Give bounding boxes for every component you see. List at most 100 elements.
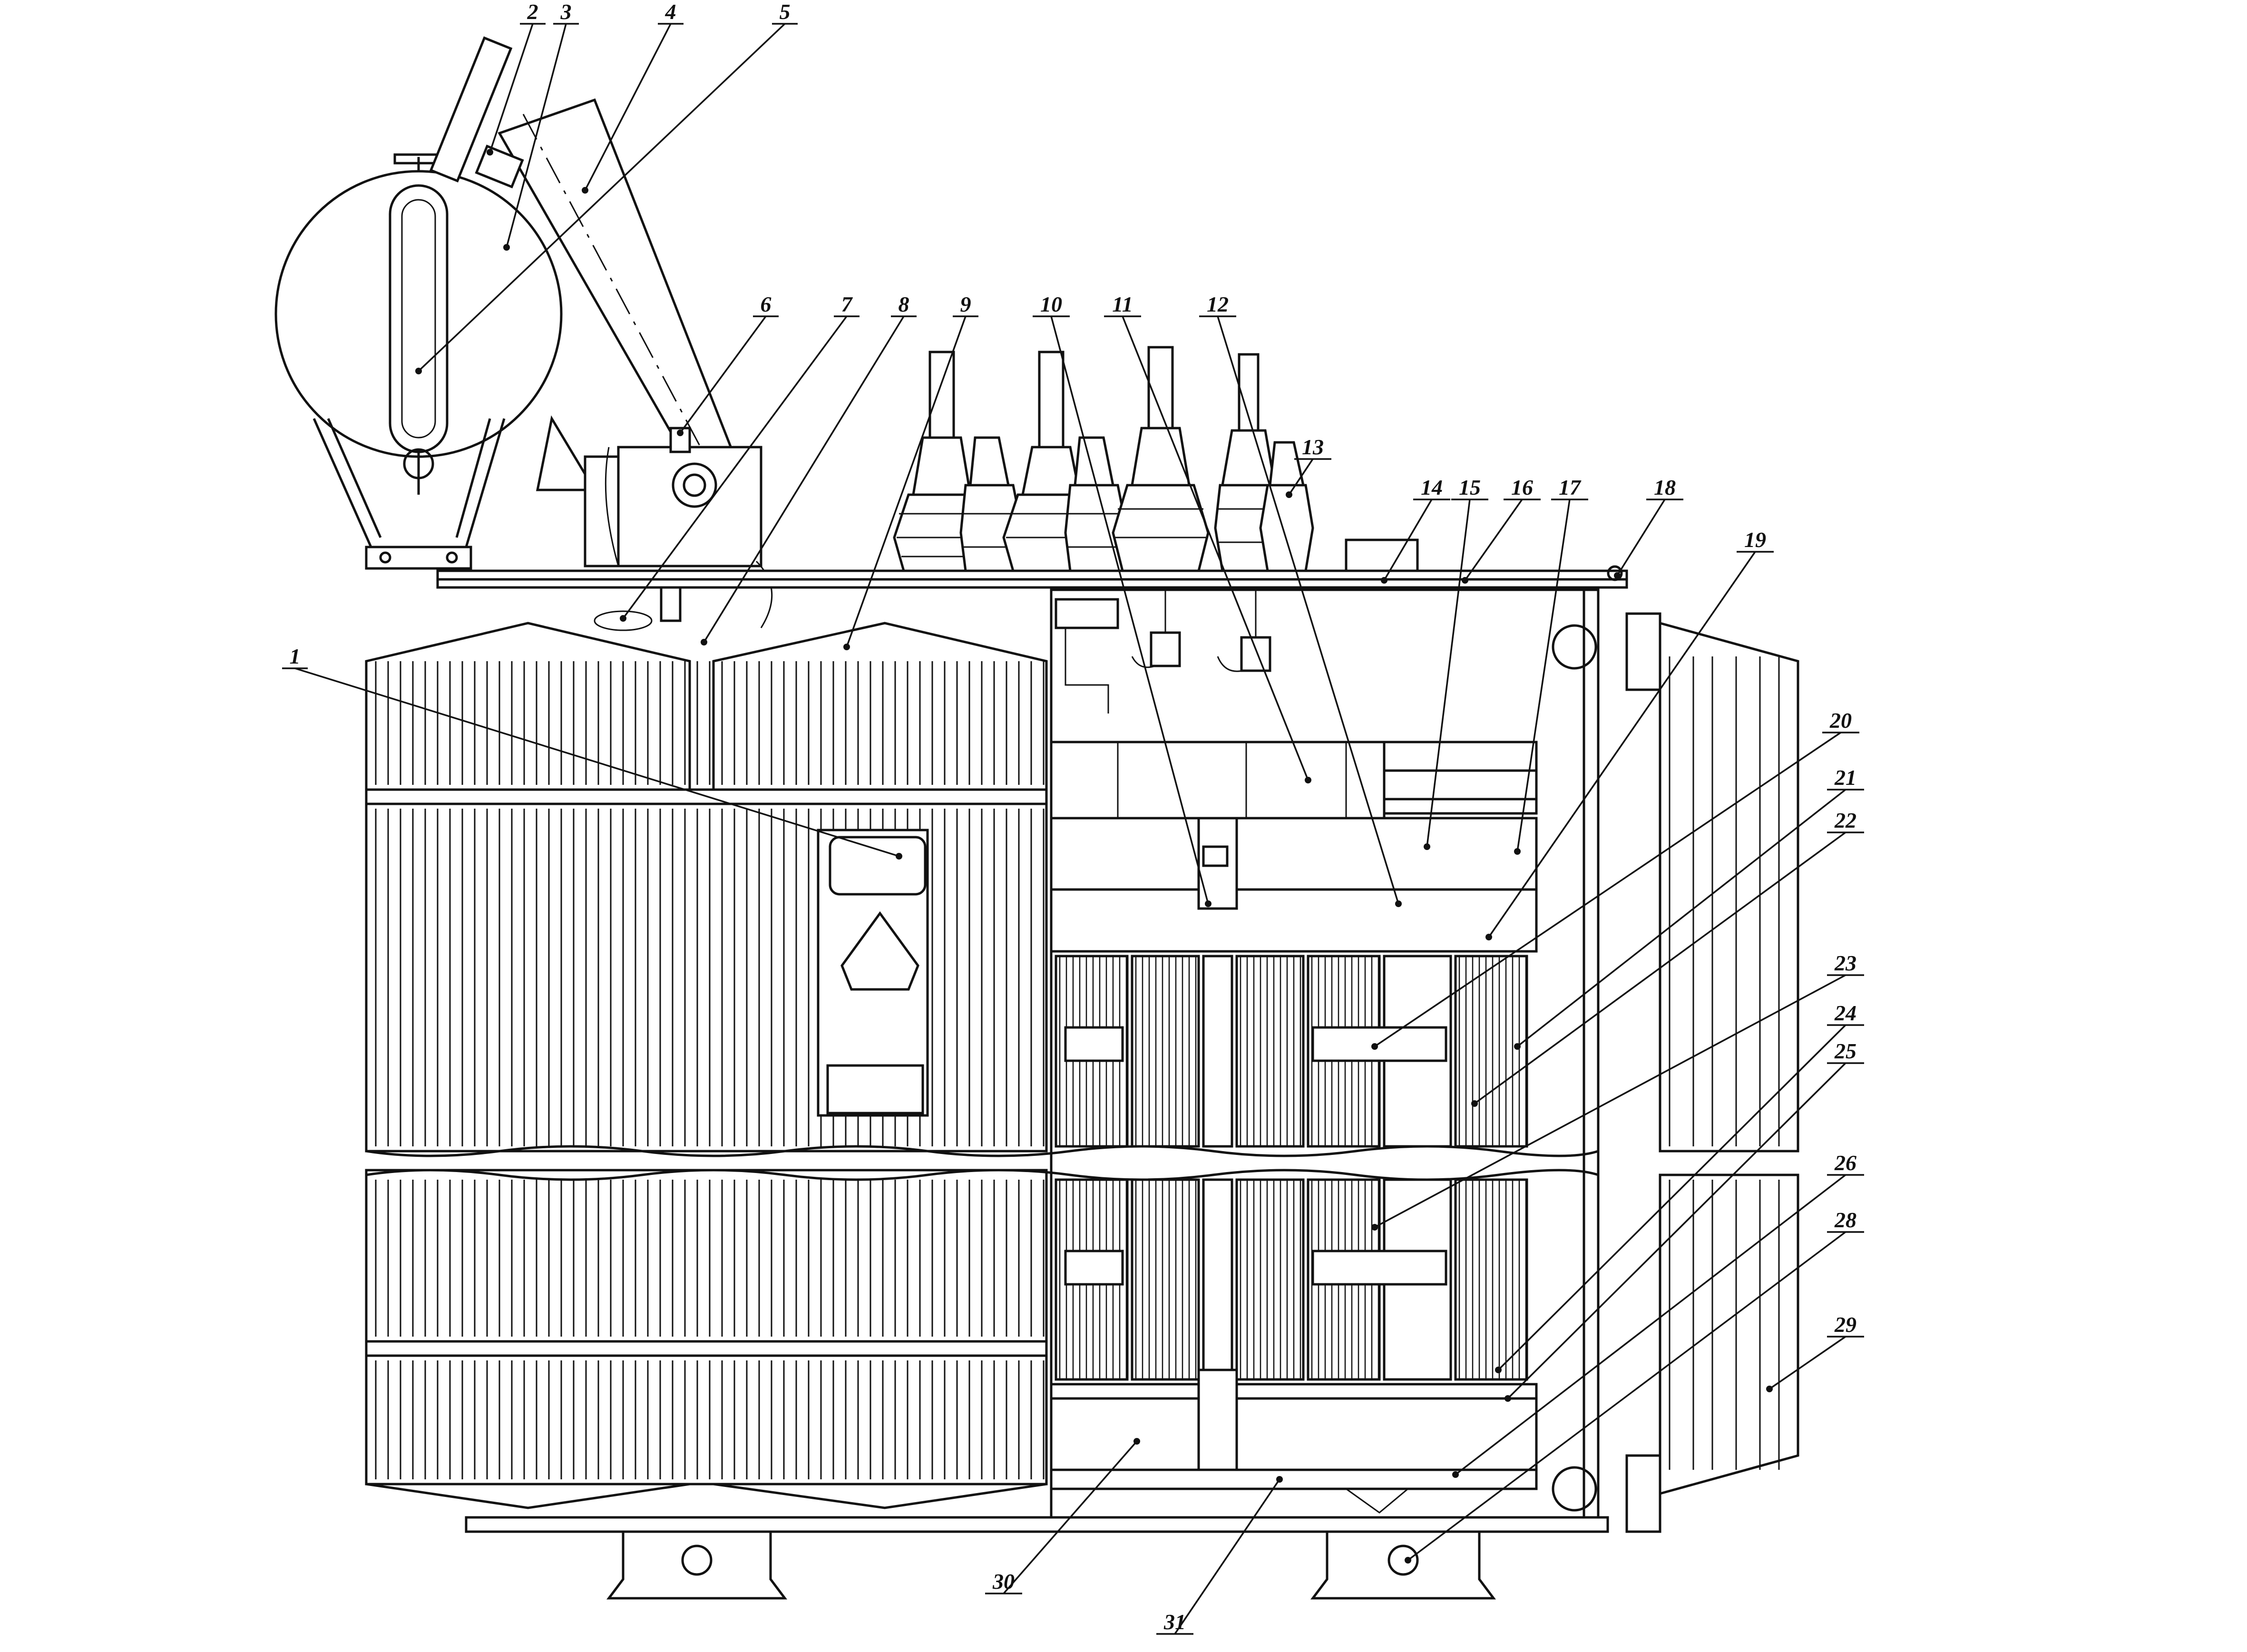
leader-dot [896, 853, 902, 860]
leader-line [1616, 499, 1666, 576]
leader-line [294, 667, 899, 857]
leader-dot [1395, 900, 1402, 907]
callout-number: 20 [1829, 708, 1852, 733]
callout-11: 11 [1104, 292, 1311, 783]
callout-number: 14 [1421, 475, 1443, 499]
callout-4: 4 [582, 0, 684, 194]
leader-line [1383, 499, 1433, 581]
leader-dot [1471, 1100, 1478, 1107]
leader-dot [1133, 1438, 1140, 1445]
base [465, 1516, 1609, 1600]
radiator-left [365, 622, 1048, 1509]
conservator [274, 153, 563, 570]
leader-line [1516, 789, 1846, 1047]
callout-1: 1 [282, 644, 902, 860]
callout-number: 12 [1207, 292, 1229, 316]
callout-number: 7 [841, 292, 853, 316]
callout-9: 9 [843, 292, 978, 650]
leader-dot [1371, 1043, 1378, 1050]
skid-left [606, 1530, 787, 1600]
leader-line [1474, 831, 1846, 1105]
callout-3: 3 [503, 0, 579, 251]
callout-26: 26 [1452, 1151, 1864, 1478]
callout-number: 26 [1834, 1151, 1856, 1175]
callout-number: 2 [527, 0, 538, 24]
leader-dot [1766, 1386, 1773, 1392]
callout-31: 31 [1156, 1476, 1283, 1635]
callout-number: 21 [1834, 765, 1856, 790]
callout-number: 19 [1744, 528, 1766, 552]
leader-dot [1495, 1367, 1502, 1373]
leader-line [1769, 1336, 1846, 1390]
leader-line [1507, 1062, 1846, 1399]
leader-dot [1205, 900, 1211, 907]
callout-14: 14 [1381, 475, 1450, 584]
callout-16: 16 [1462, 475, 1541, 584]
leader-line [846, 316, 967, 647]
callout-22: 22 [1471, 808, 1864, 1107]
leader-line [506, 23, 567, 248]
leader-dot [1452, 1471, 1459, 1478]
callout-28: 28 [1405, 1208, 1864, 1564]
leader-dot [1424, 843, 1430, 850]
callout-13: 13 [1286, 435, 1331, 498]
leader-dot [1514, 848, 1521, 855]
gas-relay [584, 427, 773, 628]
leader-dot [1371, 1224, 1378, 1231]
callout-number: 11 [1112, 292, 1133, 316]
leader-line [1122, 316, 1309, 781]
leader-line [679, 315, 767, 434]
gas-relay-pipe [429, 36, 744, 492]
callout-number: 8 [899, 292, 909, 316]
callout-21: 21 [1514, 765, 1864, 1050]
leader-line [703, 316, 905, 643]
leader-dot [1505, 1395, 1511, 1402]
callout-8: 8 [701, 292, 917, 645]
leader-line [1407, 1231, 1846, 1561]
callout-number: 30 [992, 1569, 1015, 1593]
callout-number: 10 [1040, 292, 1062, 316]
callout-number: 1 [290, 644, 301, 668]
leader-dot [1305, 777, 1311, 783]
leader-dot [1614, 572, 1621, 579]
callout-number: 13 [1302, 435, 1324, 459]
callout-20: 20 [1371, 708, 1859, 1050]
leader-line [418, 23, 786, 372]
callout-30: 30 [985, 1438, 1140, 1594]
callout-12: 12 [1199, 292, 1402, 907]
leader-dot [582, 187, 588, 194]
callout-number: 25 [1834, 1039, 1856, 1063]
callout-number: 9 [960, 292, 971, 316]
tank-cutaway [366, 588, 1600, 1519]
leader-dot [1276, 1476, 1283, 1483]
leader-dot [503, 244, 510, 251]
callout-number: 5 [780, 0, 791, 24]
leader-line [1174, 1479, 1280, 1634]
radiator-right [1625, 612, 1799, 1533]
callout-15: 15 [1424, 475, 1488, 850]
leader-line [1217, 316, 1399, 904]
callout-number: 24 [1834, 1001, 1856, 1025]
leader-line [1497, 1024, 1846, 1371]
leader-line [1050, 316, 1209, 904]
leader-dot [1405, 1557, 1411, 1564]
callout-10: 10 [1033, 292, 1211, 907]
callout-number: 6 [761, 292, 772, 316]
leader-dot [701, 639, 707, 645]
leader-dot [415, 368, 422, 374]
callout-23: 23 [1371, 951, 1864, 1231]
leader-dot [1381, 577, 1387, 584]
leader-line [1455, 1174, 1846, 1476]
leader-line [1516, 499, 1571, 852]
leader-line [584, 23, 672, 191]
leader-dot [843, 644, 850, 650]
callout-number: 23 [1834, 951, 1856, 975]
leader-line [1374, 732, 1841, 1047]
callout-25: 25 [1505, 1039, 1864, 1402]
callout-18: 18 [1614, 475, 1683, 579]
callout-19: 19 [1485, 528, 1774, 940]
leader-dot [1514, 1043, 1521, 1050]
leader-line [622, 315, 848, 619]
